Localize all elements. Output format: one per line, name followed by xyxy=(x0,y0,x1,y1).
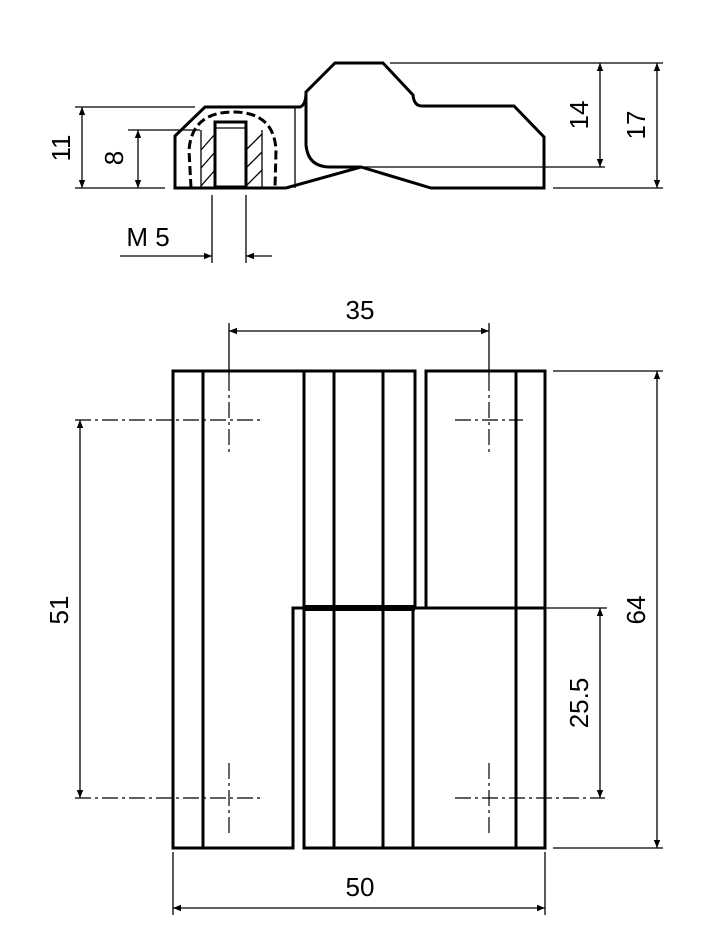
thread-hole xyxy=(213,120,248,189)
counterbore-hidden xyxy=(187,110,278,189)
front-view: 35 51 64 25.5 50 xyxy=(44,295,663,915)
dim-11-label: 11 xyxy=(46,135,76,162)
dim-m5-label: M 5 xyxy=(126,222,169,252)
side-inner-body xyxy=(304,92,361,169)
side-outline xyxy=(173,61,546,190)
dim-25-5-label: 25.5 xyxy=(564,678,594,729)
right-leaf-lower xyxy=(302,606,547,850)
hole-centerlines xyxy=(75,375,605,835)
dim-35-label: 35 xyxy=(346,295,375,325)
dim-17-label: 17 xyxy=(621,111,651,140)
dim-50-label: 50 xyxy=(346,872,375,902)
dim-64-label: 64 xyxy=(621,596,651,625)
hatching xyxy=(200,133,263,187)
dim-51-label: 51 xyxy=(44,596,74,625)
dim-8-label: 8 xyxy=(99,151,129,165)
side-view: 11 8 M 5 14 17 xyxy=(46,61,663,263)
right-leaf-upper xyxy=(424,369,547,608)
dim-14-label: 14 xyxy=(564,101,594,130)
